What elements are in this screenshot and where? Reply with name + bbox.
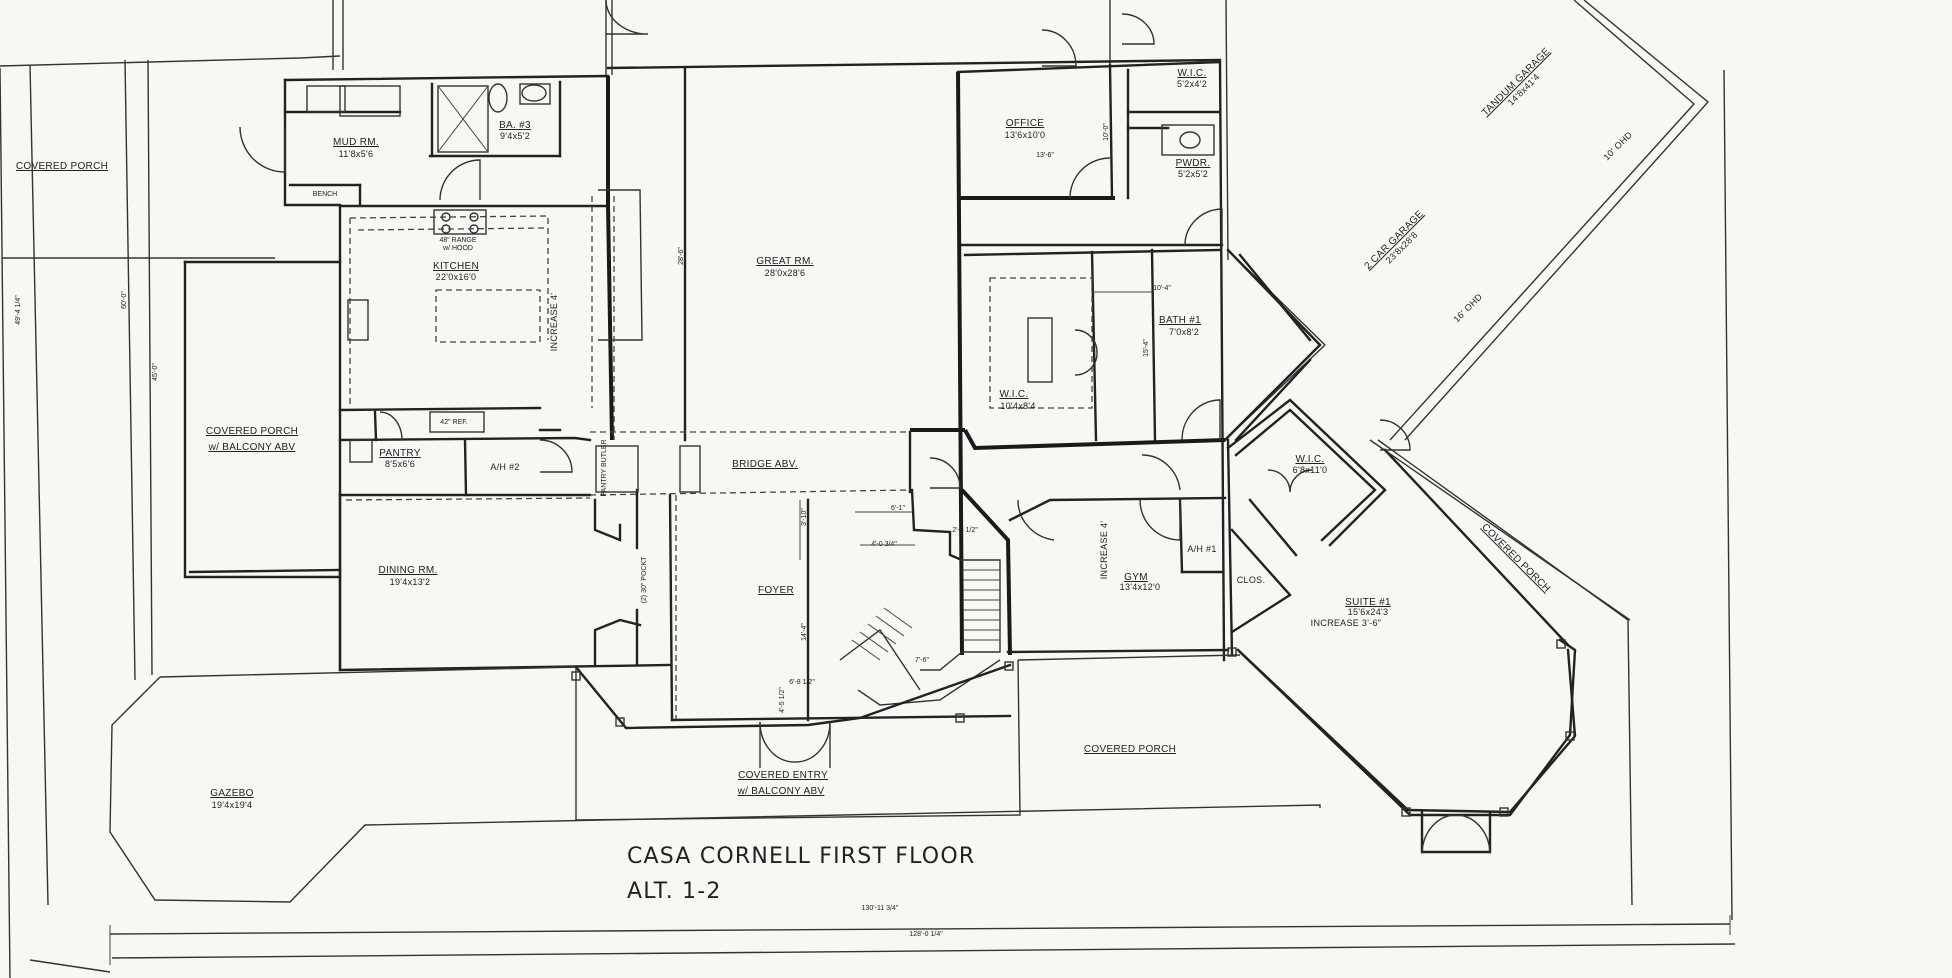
label-two-car-garage: 2 CAR GARAGE: [1363, 209, 1426, 272]
title-line-1: CASA CORNELL FIRST FLOOR: [627, 844, 975, 869]
dim-pwdr: 5'2x5'2: [1178, 169, 1208, 179]
label-gym: GYM: [1124, 572, 1148, 583]
note-foyer-c: 4'-5 1/2": [779, 687, 786, 713]
note-increase-kitchen: INCREASE 4': [549, 293, 559, 352]
dim-wic-master: 10'4x8'4: [1000, 401, 1035, 411]
note-pocket: (2) 30" POCKT: [641, 556, 648, 604]
note-stair-b: 4'-0 3/4": [871, 541, 897, 548]
label-pantry: PANTRY: [379, 448, 420, 459]
note-great-depth: 28'-6": [678, 247, 685, 265]
label-suite1-increase: INCREASE 3'-6": [1311, 618, 1382, 628]
title-line-2: ALT. 1-2: [627, 879, 722, 904]
note-bath-w: 10'-4": [1153, 285, 1171, 292]
dim-mud-rm: 11'8x5'6: [339, 149, 374, 159]
dim-suite1: 15'6x24'3: [1348, 607, 1389, 617]
note-porch-left-c: 45'-0": [152, 363, 159, 381]
dimension-notes: INCREASE 4' INCREASE 4' 42" REF. 28'-6" …: [15, 123, 1171, 938]
label-covered-porch-south: COVERED PORCH: [1084, 744, 1176, 755]
label-covered-porch-west: COVERED PORCH: [16, 161, 108, 172]
label-foyer: FOYER: [758, 585, 794, 596]
note-foyer-b: 14'-4": [801, 623, 808, 641]
label-gazebo: GAZEBO: [210, 788, 253, 799]
dim-great-rm: 28'0x28'6: [765, 268, 806, 278]
label-bath1: BATH #1: [1159, 315, 1201, 326]
label-great-rm: GREAT RM.: [756, 256, 813, 267]
note-office-d: 10'-0": [1103, 123, 1110, 141]
door-swings: [239, 0, 1491, 853]
label-clos: CLOS.: [1237, 575, 1266, 585]
note-porch-left-a: 49'-4 1/4": [15, 295, 22, 325]
note-ohd-upper: 10' OHD: [1601, 129, 1634, 162]
stair-treads: [851, 569, 1000, 661]
dim-kitchen: 22'0x16'0: [436, 272, 477, 282]
label-ah1: A/H #1: [1187, 544, 1216, 554]
dim-dining: 19'4x13'2: [390, 577, 431, 587]
dim-wic-top: 5'2x4'2: [1177, 79, 1207, 89]
title-block: CASA CORNELL FIRST FLOOR ALT. 1-2: [627, 844, 975, 904]
dim-bath1: 7'0x8'2: [1169, 327, 1199, 337]
dim-office: 13'6x10'0: [1005, 130, 1046, 140]
dim-ba3: 9'4x5'2: [500, 131, 530, 141]
label-range: 48" RANGE: [439, 237, 476, 244]
label-covered-entry: COVERED ENTRY: [738, 770, 828, 781]
label-tandem-garage: TANDUM GARAGE: [1480, 46, 1552, 118]
note-stair-d: 7'-6": [915, 657, 929, 664]
dim-wic-suite: 6'8x11'0: [1293, 465, 1328, 475]
label-covered-porch-balcony: COVERED PORCH: [206, 426, 298, 437]
label-covered-porch-balcony-sub: w/ BALCONY ABV: [208, 442, 296, 453]
room-labels: COVERED PORCH MUD RM. 11'8x5'6 BENCH BA.…: [16, 46, 1635, 810]
note-ref: 42" REF.: [440, 419, 467, 426]
label-pwdr: PWDR.: [1176, 158, 1211, 169]
label-bridge: BRIDGE ABV.: [732, 459, 798, 470]
note-foyer-a: 3'-10": [801, 508, 808, 526]
fixtures: [306, 83, 1215, 493]
note-dim-overall-bottom: 128'-0 1/4": [909, 931, 943, 938]
note-office-w: 13'-6": [1036, 152, 1054, 159]
note-stair-c: 6'-8 1/2": [789, 679, 815, 686]
note-bath-d: 15'-4": [1143, 339, 1150, 357]
label-wic-master: W.I.C.: [999, 389, 1028, 400]
note-stair-e: 2'-3 1/2": [952, 527, 978, 534]
label-mud-rm: MUD RM.: [333, 137, 379, 148]
label-pantry-butler: PANTRY BUTLER: [601, 439, 608, 496]
label-suite1: SUITE #1: [1345, 597, 1391, 608]
label-office: OFFICE: [1006, 118, 1044, 129]
label-kitchen: KITCHEN: [433, 261, 479, 272]
note-stair-a: 6'-1": [891, 505, 905, 512]
note-increase-gym: INCREASE 4': [1099, 521, 1109, 580]
label-range-hood: w/ HOOD: [442, 245, 473, 252]
dim-gazebo: 19'4x19'4: [212, 800, 253, 810]
label-bench: BENCH: [313, 191, 338, 198]
label-covered-entry-sub: w/ BALCONY ABV: [737, 786, 825, 797]
label-ba3: BA. #3: [499, 120, 531, 131]
dim-pantry: 8'5x6'6: [385, 459, 415, 469]
house-walls: [283, 58, 1631, 854]
dim-gym: 13'4x12'0: [1120, 582, 1161, 592]
note-ohd-lower: 16' OHD: [1451, 291, 1484, 324]
label-ah2: A/H #2: [490, 462, 519, 472]
site-lines: [0, 0, 1736, 978]
label-dining: DINING RM.: [378, 565, 437, 576]
note-dim-overall-top: 130'-11 3/4": [862, 905, 899, 912]
label-wic-top: W.I.C.: [1177, 68, 1206, 79]
note-porch-left-b: 60'-0": [121, 291, 128, 309]
porch-outlines: [109, 260, 1575, 903]
label-wic-suite: W.I.C.: [1295, 454, 1324, 465]
